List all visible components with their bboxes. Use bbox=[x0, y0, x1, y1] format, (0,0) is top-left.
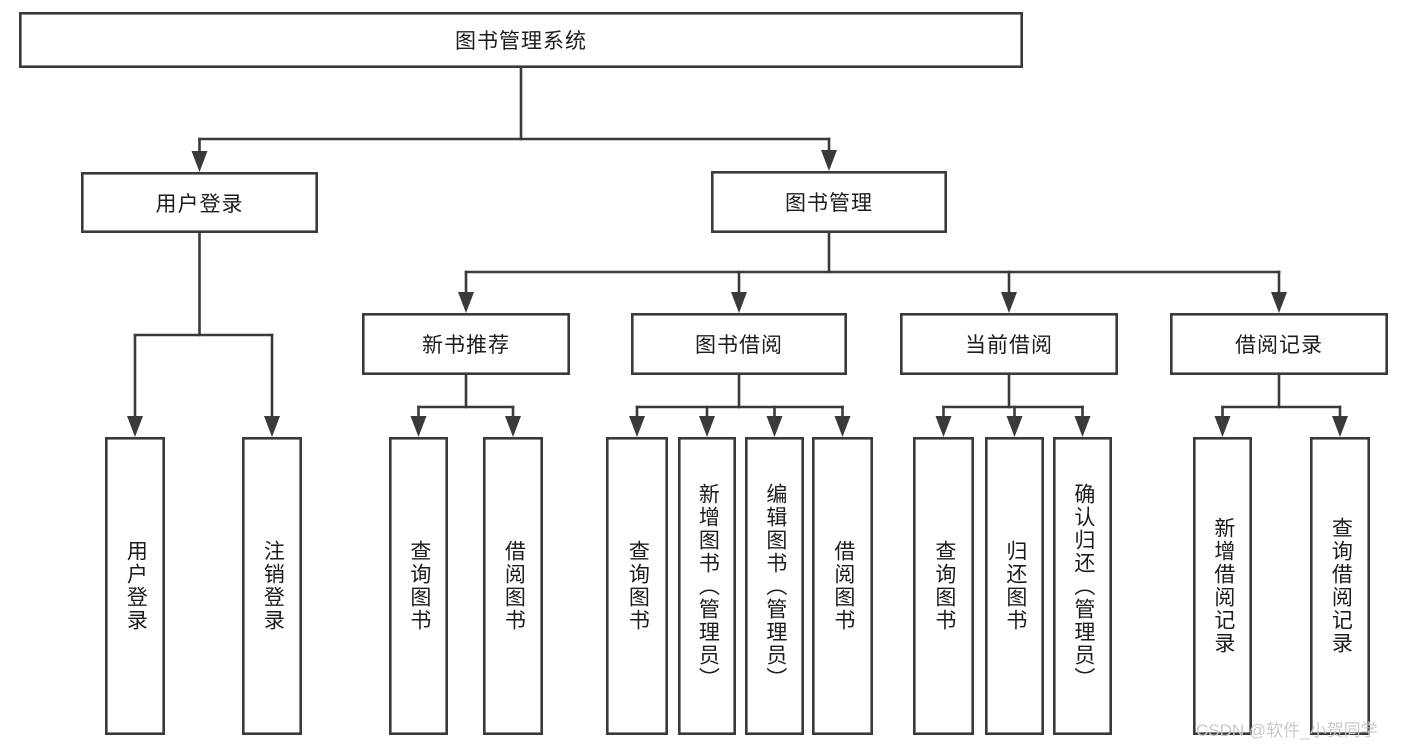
node-label-new-book-recommend: 新书推荐 bbox=[422, 334, 510, 357]
node-leaf-return-book-label: 归还图书 bbox=[1003, 540, 1027, 632]
node-leaf-edit-book-box[interactable]: 编辑图书（管理员） bbox=[745, 437, 804, 735]
arrowhead-to-leaf-borrow-book-1 bbox=[505, 416, 521, 437]
node-box-book-borrow[interactable] bbox=[630, 312, 847, 375]
node-label-current-borrow: 当前借阅 bbox=[965, 334, 1053, 357]
node-leaf-user-logout-label: 注销登录 bbox=[261, 540, 285, 632]
node-leaf-add-record-box[interactable]: 新增借阅记录 bbox=[1193, 437, 1252, 735]
node-box-leaf-query-book-2[interactable] bbox=[605, 436, 668, 735]
arrowhead-to-borrow-record bbox=[1271, 292, 1287, 313]
node-leaf-query-record-label: 查询借阅记录 bbox=[1329, 517, 1353, 655]
node-leaf-user-logout-box[interactable]: 注销登录 bbox=[242, 437, 302, 735]
arrowhead-to-leaf-confirm-return bbox=[1074, 416, 1091, 437]
arrowhead-to-new-book-recommend bbox=[458, 292, 474, 313]
node-label-user-login: 用户登录 bbox=[155, 192, 244, 216]
node-box-leaf-edit-book[interactable] bbox=[744, 436, 804, 735]
node-leaf-query-book-1-label: 查询图书 bbox=[407, 540, 431, 632]
node-box-leaf-user-login[interactable] bbox=[105, 436, 166, 735]
csdn-watermark: CSDN @软件_小贺同学 bbox=[1196, 721, 1378, 740]
node-leaf-add-record-label: 新增借阅记录 bbox=[1211, 517, 1235, 655]
arrowhead-to-leaf-add-record bbox=[1214, 416, 1231, 437]
arrowhead-to-leaf-edit-book bbox=[766, 416, 783, 437]
node-box-leaf-query-record[interactable] bbox=[1310, 436, 1371, 735]
node-box-layer bbox=[18, 12, 1389, 735]
node-leaf-borrow-book-2-box[interactable]: 借阅图书 bbox=[812, 437, 873, 735]
arrowhead-root-to-user-login bbox=[191, 151, 208, 172]
node-box-root[interactable] bbox=[18, 12, 1024, 69]
node-label-root: 图书管理系统 bbox=[455, 30, 587, 53]
node-leaf-add-book-box[interactable]: 新增图书（管理员） bbox=[678, 437, 736, 735]
node-box-leaf-query-book-1[interactable] bbox=[388, 436, 448, 735]
node-leaf-add-book-label: 新增图书（管理员） bbox=[696, 482, 720, 690]
arrowhead-to-book-borrow bbox=[731, 292, 747, 313]
node-box-leaf-borrow-book-1[interactable] bbox=[482, 436, 543, 735]
node-leaf-confirm-return-box[interactable]: 确认归还（管理员） bbox=[1053, 437, 1112, 735]
arrowhead-to-leaf-query-record bbox=[1332, 416, 1348, 437]
node-leaf-borrow-book-1-label: 借阅图书 bbox=[502, 540, 526, 632]
node-leaf-borrow-book-2-label: 借阅图书 bbox=[831, 540, 855, 632]
node-leaf-user-login-box[interactable]: 用户登录 bbox=[105, 437, 165, 735]
node-box-leaf-borrow-book-2[interactable] bbox=[811, 436, 873, 735]
node-box-new-book-recommend[interactable] bbox=[361, 312, 570, 375]
node-label-book-borrow: 图书借阅 bbox=[695, 334, 783, 357]
node-box-leaf-confirm-return[interactable] bbox=[1053, 436, 1113, 735]
node-leaf-query-book-1-box[interactable]: 查询图书 bbox=[389, 437, 448, 735]
node-box-leaf-user-logout[interactable] bbox=[242, 436, 303, 735]
node-box-leaf-return-book[interactable] bbox=[984, 436, 1044, 735]
arrowhead-to-leaf-query-book-1 bbox=[410, 416, 427, 437]
arrowhead-to-leaf-user-login bbox=[127, 416, 143, 437]
node-leaf-confirm-return-label: 确认归还（管理员） bbox=[1071, 482, 1095, 690]
node-box-leaf-add-book[interactable] bbox=[677, 436, 736, 735]
connector-layer bbox=[127, 66, 1348, 437]
node-box-current-borrow[interactable] bbox=[899, 312, 1118, 375]
node-leaf-edit-book-label: 编辑图书（管理员） bbox=[763, 482, 787, 690]
arrowhead-to-leaf-add-book bbox=[699, 416, 715, 437]
node-leaf-query-book-2-box[interactable]: 查询图书 bbox=[606, 437, 668, 735]
node-box-borrow-record[interactable] bbox=[1170, 312, 1389, 375]
node-leaf-return-book-box[interactable]: 归还图书 bbox=[985, 437, 1044, 735]
node-box-user-login[interactable] bbox=[81, 172, 318, 234]
arrowhead-to-leaf-borrow-book-2 bbox=[834, 416, 851, 437]
arrowhead-to-leaf-return-book bbox=[1006, 416, 1023, 437]
node-box-leaf-query-book-3[interactable] bbox=[912, 436, 974, 735]
arrowhead-to-current-borrow bbox=[1001, 292, 1017, 313]
node-leaf-query-book-3-box[interactable]: 查询图书 bbox=[913, 437, 974, 735]
arrowhead-to-leaf-query-book-3 bbox=[935, 416, 952, 437]
arrowhead-to-leaf-query-book-2 bbox=[629, 416, 645, 437]
node-leaf-query-book-3-label: 查询图书 bbox=[932, 540, 956, 632]
node-box-leaf-add-record[interactable] bbox=[1193, 436, 1253, 735]
node-label-borrow-record: 借阅记录 bbox=[1235, 334, 1323, 357]
node-leaf-query-record-box[interactable]: 查询借阅记录 bbox=[1310, 437, 1370, 735]
node-leaf-user-login-label: 用户登录 bbox=[124, 540, 148, 632]
node-leaf-borrow-book-1-box[interactable]: 借阅图书 bbox=[483, 437, 543, 735]
arrowhead-root-to-book-management bbox=[821, 150, 837, 171]
arrowhead-to-leaf-user-logout bbox=[264, 416, 280, 437]
node-label-book-management: 图书管理 bbox=[785, 192, 873, 215]
node-box-book-management[interactable] bbox=[710, 171, 947, 234]
node-leaf-query-book-2-label: 查询图书 bbox=[626, 540, 650, 632]
